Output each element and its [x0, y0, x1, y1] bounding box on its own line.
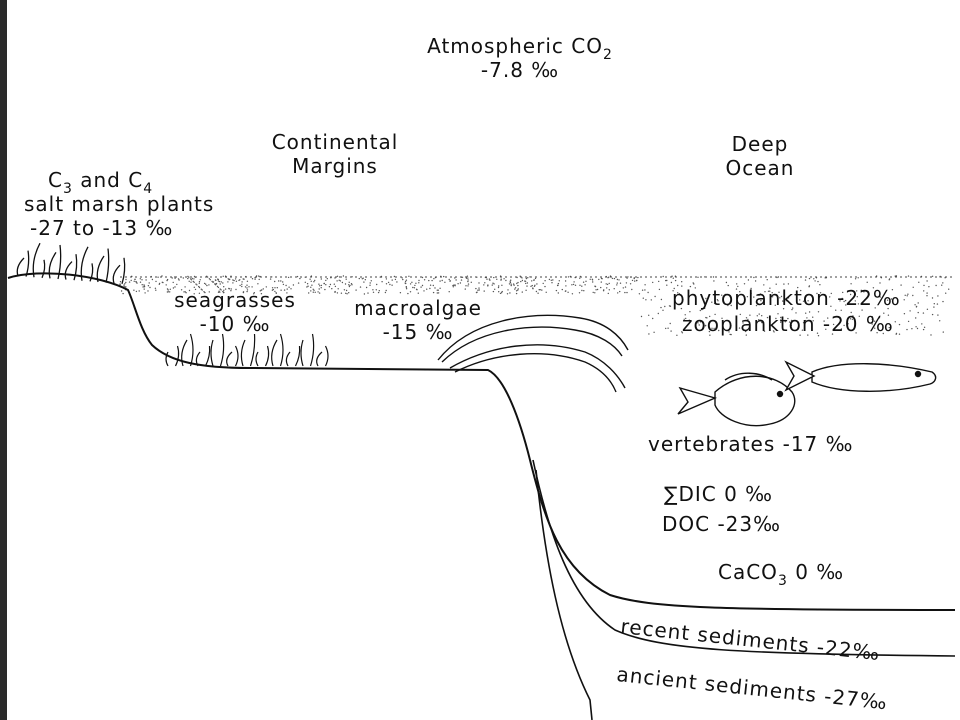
- seagrass-clump: [165, 333, 329, 367]
- sediment-layer-line-recent: [532, 459, 956, 657]
- vertebrates-label: vertebrates -17 ‰: [648, 432, 854, 456]
- coastline-and-seafloor-outline: [7, 272, 956, 611]
- deep-ocean-label: Deep Ocean: [725, 132, 795, 180]
- salt-marsh-label: C3 and C4 salt marsh plants -27 to -13 ‰: [24, 168, 215, 240]
- water-surface-stipple: [119, 275, 955, 337]
- zooplankton-label: zooplankton -20 ‰: [682, 312, 894, 336]
- seagrasses-label: seagrasses-10 ‰: [174, 288, 296, 336]
- salt-marsh-grass: [16, 242, 126, 284]
- macroalgae-fronds: [437, 314, 629, 393]
- phytoplankton-label: phytoplankton -22‰: [672, 286, 901, 310]
- dic-label: ∑DIC 0 ‰: [664, 482, 774, 506]
- sediment-layer-line-ancient: [535, 469, 593, 720]
- caco3-label: CaCO3 0 ‰: [718, 560, 845, 589]
- doc-label: DOC -23‰: [662, 512, 781, 536]
- continental-margins-label: Continental Margins: [271, 130, 399, 178]
- macroalgae-label: macroalgae-15 ‰: [354, 296, 482, 344]
- atmospheric-co2-label: Atmospheric CO2 -7.8 ‰: [427, 34, 613, 82]
- fish-trout: [784, 360, 937, 392]
- fish-sunfish: [677, 372, 796, 427]
